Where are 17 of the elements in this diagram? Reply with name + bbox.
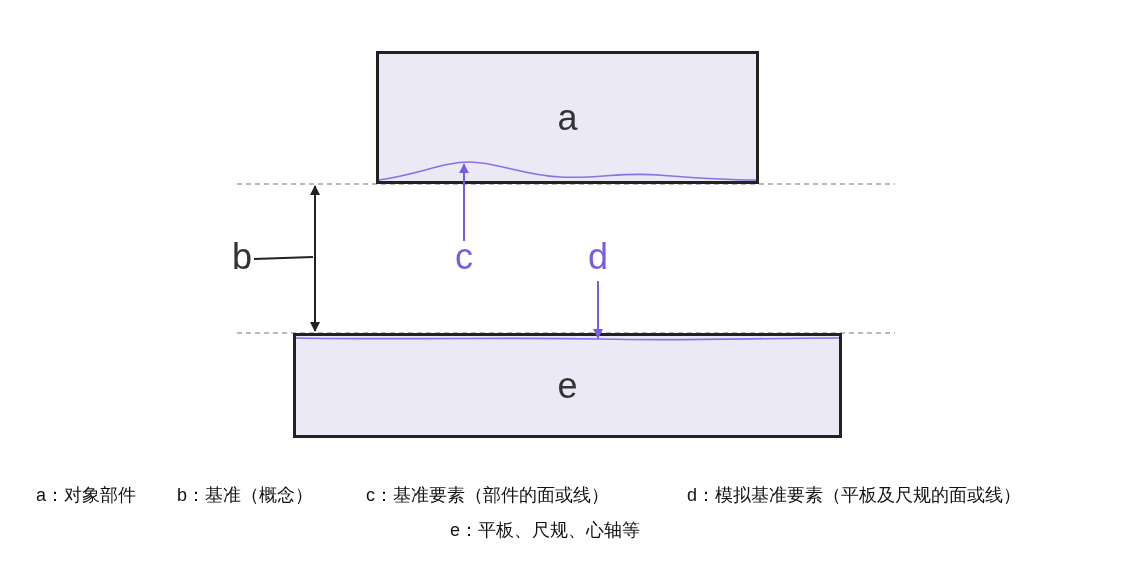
legend-text: e：平板、尺规、心轴等 [450,519,640,541]
arrow [593,280,603,339]
callout-letter: c [455,237,473,277]
part-block [293,333,842,438]
surface-line [295,337,840,341]
legend-text: d：模拟基准要素（平板及尺规的面或线） [687,484,1021,506]
legend-text: b：基准（概念） [177,484,313,506]
legend-text: a：对象部件 [36,484,136,506]
part-letter: a [557,97,578,138]
callout-letter: b [232,237,253,277]
leader-line [253,256,314,260]
callout-letter: d [588,237,609,277]
arrow [459,163,469,242]
legend-text: c：基准要素（部件的面或线） [366,484,609,506]
surface-line [378,161,757,181]
part-block [376,51,759,184]
part-letter: e [557,365,578,406]
